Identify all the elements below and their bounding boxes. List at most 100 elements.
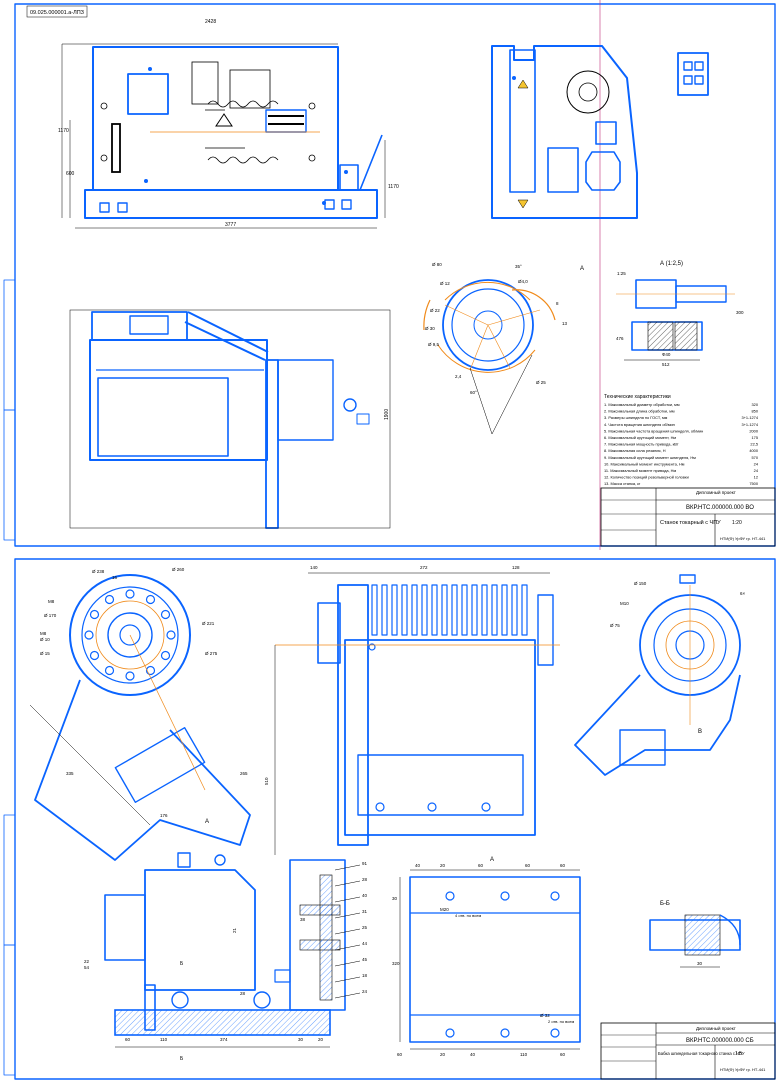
machine-side-view	[491, 45, 709, 219]
view-a-dim: 40	[415, 863, 421, 868]
bolt-hole	[125, 671, 135, 681]
bolt-hole	[84, 630, 94, 640]
lv-label-1: Ø 260	[172, 567, 185, 572]
cooling-fin	[471, 584, 478, 636]
tech-specs: Технические характеристики 1. Максимальн…	[604, 394, 759, 486]
bottom-dim-0: 60	[125, 1037, 131, 1042]
disk-label-12: Ø 25	[536, 380, 546, 385]
disk-label-7: 2,4	[455, 374, 462, 379]
disk-label-9: 8	[556, 301, 559, 306]
tech-title: Технические характеристики	[604, 394, 671, 400]
spec-value: 320	[752, 402, 759, 407]
callout-number: 91	[362, 861, 368, 866]
spec-label: 5. Максимальная частота вращения шпиндел…	[604, 428, 703, 433]
lv-label-0: Ø 238	[92, 569, 105, 574]
rv-label-0: Ø 150	[634, 581, 647, 586]
spec-label: 7. Максимальная мощность привода, кВт	[604, 442, 679, 447]
rv-label-4: В	[698, 729, 702, 735]
spec-label: 12. Количество позиций револьверной голо…	[604, 475, 689, 480]
spec-value: 2000	[749, 428, 758, 433]
disk-label-6: Ø 9,5	[428, 342, 440, 347]
callout-leader	[334, 912, 361, 919]
left-callout-4: 38	[300, 917, 306, 922]
section-dim-3: Ф40	[662, 352, 671, 357]
bolt-hole	[166, 630, 176, 640]
disk-label-5: Ø 30	[425, 326, 435, 331]
tb2-code: ВКР.НТС.000000.000 СБ	[686, 1038, 754, 1044]
view-a-note-2: Ø 32	[540, 1013, 550, 1018]
cooling-fin	[391, 584, 398, 636]
view-a-dim: 60	[397, 1052, 403, 1057]
bolt-hole	[104, 665, 115, 676]
section-dim-2: 476	[616, 336, 624, 341]
spec-label: 3. Размеры шпинделя по ГОСТ, мм	[604, 415, 668, 420]
rv-label-3: 6×	[740, 591, 746, 596]
left-callout-3: 28	[240, 991, 246, 996]
spec-label: 6. Максимальный крутящий момент, Нм	[604, 435, 676, 440]
lv-dim-2: 265	[240, 771, 248, 776]
section-b-b: Б-Б 30	[649, 901, 741, 968]
drawing-sheet-spindle-head: Ø 238 Ø 260 М8 Ø 170 М8 Ø 10 Ø 15 Ø 221 …	[0, 555, 782, 1083]
callout-number: 45	[362, 957, 368, 962]
dim-overall-top: 2428	[205, 19, 216, 25]
cooling-fin	[491, 584, 498, 636]
flange-right-view: Ø 150 М10 Ø 75 6× В	[574, 574, 746, 776]
bolt-hole	[89, 650, 100, 661]
tb2-name: Бабка шпиндельная токарного станка с ЧПУ	[658, 1051, 745, 1056]
dim-top-2: 128	[512, 565, 520, 570]
spec-value: 7500	[749, 481, 758, 486]
b-marker-1: Б	[180, 1056, 184, 1062]
disk-label-2: 35°	[515, 264, 522, 269]
view-a-dim: 60	[525, 863, 531, 868]
section-bb-dim: 30	[697, 961, 703, 966]
bolt-hole	[160, 650, 171, 661]
view-a-dim: 110	[520, 1052, 528, 1057]
dim-top-1: 272	[420, 565, 428, 570]
cooling-fin	[461, 584, 468, 636]
spec-value: 24	[754, 468, 759, 473]
callout-number: 28	[362, 877, 368, 882]
spec-label: 9. Максимальный крутящий момент шпинделя…	[604, 455, 696, 460]
section-a-view: А (1:2,5) 1:25 512 476 Ф40 300	[616, 261, 744, 367]
bolt-hole	[89, 609, 100, 620]
disk-label-1: Ø 12	[440, 281, 450, 286]
spec-value: 4000	[749, 448, 758, 453]
lv-label-2: М8	[48, 599, 55, 604]
cooling-fin	[501, 584, 508, 636]
spindle-head-front-view: 140 272 128 510	[264, 565, 560, 855]
view-a-title: А	[490, 857, 494, 863]
spindle-head-drawing: Ø 238 Ø 260 М8 Ø 170 М8 Ø 10 Ø 15 Ø 221 …	[3, 558, 776, 1080]
view-a-dim: 40	[470, 1052, 476, 1057]
left-callout-0: 22	[84, 959, 90, 964]
dim-top-0: 140	[310, 565, 318, 570]
dim-side-height: 1900	[384, 409, 390, 420]
view-a-note-0: М20	[440, 907, 449, 912]
disk-label-10: 13	[562, 321, 568, 326]
callout-number: 24	[362, 989, 368, 994]
spec-value: 22,5	[750, 442, 758, 447]
section-bb-title: Б-Б	[660, 901, 670, 907]
tb1-scale: 1:20	[732, 520, 742, 526]
dim-front-height: 510	[264, 777, 269, 785]
lv-label-9: 16	[112, 575, 118, 580]
lv-label-3: Ø 170	[44, 613, 57, 618]
bolt-hole	[125, 589, 135, 599]
section-dim-0: 1:25	[617, 271, 626, 276]
callout-leader	[334, 992, 361, 999]
drawing-sheet-assembly: 09.025.000001.а-ЛПЗ 2428	[3, 0, 776, 550]
lv-label-7: Ø 221	[202, 621, 215, 626]
bottom-dim-1: 110	[160, 1037, 168, 1042]
tb1-code: ВКР.НТС.000000.000 ВО	[686, 505, 754, 511]
bolt-hole	[160, 609, 171, 620]
lv-label-6: Ø 15	[40, 651, 50, 656]
cooling-fin	[511, 584, 518, 636]
title-block-sheet2: Дипломный проект ВКР.НТС.000000.000 СБ Б…	[600, 1022, 776, 1080]
bottom-dim-4: 20	[318, 1037, 324, 1042]
spec-label: 13. Масса станка, кг	[604, 481, 641, 486]
view-a-dim: 60	[560, 1052, 566, 1057]
cooling-fin	[481, 584, 488, 636]
dim-height-a: 1170	[58, 128, 69, 134]
cooling-fin	[421, 584, 428, 636]
tb2-project: Дипломный проект	[696, 1025, 736, 1031]
